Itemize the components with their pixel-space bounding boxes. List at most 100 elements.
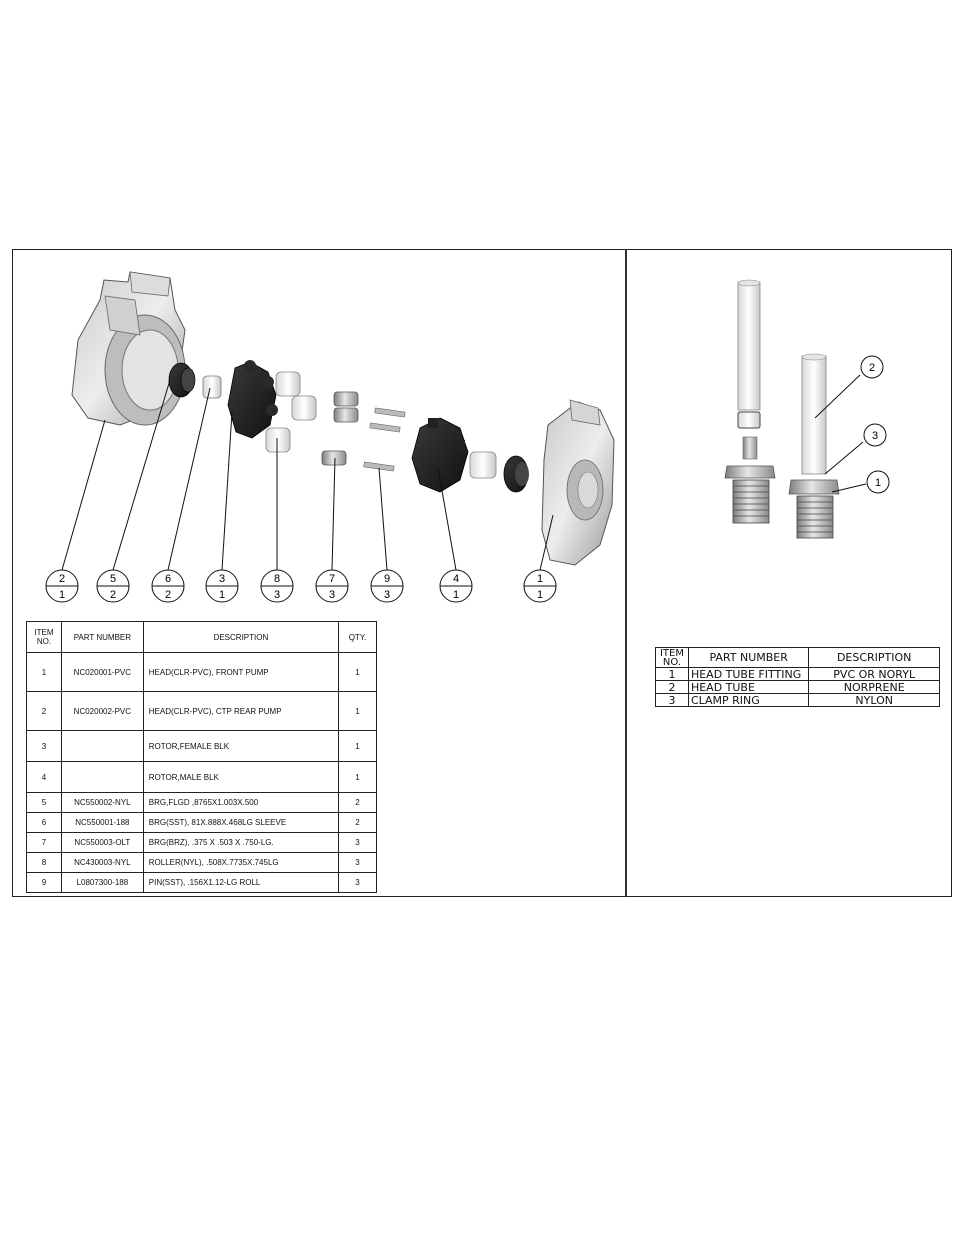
bom-table-pump: ITEM NO. PART NUMBER DESCRIPTION QTY. 1 …: [26, 621, 377, 893]
balloon-circle: [860, 355, 884, 379]
cell-qty: 3: [338, 852, 377, 873]
cell-item: 5: [26, 792, 62, 813]
balloon-item-1: 1: [866, 470, 890, 494]
cell-qty: 3: [338, 872, 377, 893]
balloon-item-8: 83: [260, 569, 294, 603]
cell-part: NC430003-NYL: [60, 852, 144, 873]
cell-part: CLAMP RING: [687, 693, 810, 707]
part-flanged-bearing: [168, 362, 196, 398]
header-part-number: PART NUMBER: [687, 647, 810, 668]
table-row: 5 NC550002-NYL BRG,FLGD ,8765X1.003X.500…: [26, 792, 377, 813]
cell-qty: 2: [338, 792, 377, 813]
balloon-item-number: 6: [165, 573, 171, 585]
part-head-tube-exploded: [724, 279, 776, 524]
cell-part: [60, 761, 144, 793]
balloon-qty: 1: [537, 589, 543, 601]
header-description: DESCRIPTION: [142, 621, 340, 653]
cell-item: 8: [26, 852, 62, 873]
cell-qty: 1: [338, 730, 377, 762]
header-item-no: ITEM NO.: [655, 647, 689, 668]
cell-item: 4: [26, 761, 62, 793]
cell-part: [60, 730, 144, 762]
balloon-item-3: 3: [863, 423, 887, 447]
balloon-item-9: 93: [370, 569, 404, 603]
balloon-item-7: 73: [315, 569, 349, 603]
balloon-item-5: 52: [96, 569, 130, 603]
balloon-item-number: 3: [872, 430, 878, 442]
header-qty: QTY.: [338, 621, 377, 653]
table-row: 2 NC020002-PVC HEAD(CLR-PVC), CTP REAR P…: [26, 691, 377, 731]
header-description: DESCRIPTION: [808, 647, 940, 668]
part-rear-pump-head: [71, 271, 186, 426]
balloon-item-3: 31: [205, 569, 239, 603]
cell-qty: 1: [338, 691, 377, 731]
table-row: 3 ROTOR,FEMALE BLK 1: [26, 730, 377, 762]
cell-part: NC020001-PVC: [60, 652, 144, 692]
balloon-item-number: 3: [219, 573, 225, 585]
table-row: 1 HEAD TUBE FITTING PVC OR NORYL: [655, 667, 940, 681]
balloon-item-number: 4: [453, 573, 459, 585]
bom-table-head-tube: ITEM NO. PART NUMBER DESCRIPTION 1 HEAD …: [655, 647, 940, 707]
cell-desc: HEAD(CLR-PVC), CTP REAR PUMP: [142, 691, 340, 731]
table-row: 1 NC020001-PVC HEAD(CLR-PVC), FRONT PUMP…: [26, 652, 377, 692]
balloon-qty: 2: [165, 589, 171, 601]
leader-lines-right: [814, 374, 867, 493]
balloon-item-1: 11: [523, 569, 557, 603]
sheet-divider: [625, 249, 627, 897]
balloon-item-number: 1: [537, 573, 543, 585]
part-front-pump-head: [541, 399, 615, 566]
leader-lines-left: [61, 379, 554, 571]
cell-item: 2: [26, 691, 62, 731]
cell-desc: BRG(SST), 81X.888X.468LG SLEEVE: [142, 812, 340, 833]
part-sleeve-bearing: [202, 375, 222, 399]
cell-part: NC550002-NYL: [60, 792, 144, 813]
cell-desc: ROTOR,FEMALE BLK: [142, 730, 340, 762]
balloon-item-number: 2: [59, 573, 65, 585]
cell-desc: ROTOR,MALE BLK: [142, 761, 340, 793]
cell-qty: 1: [338, 652, 377, 692]
table-row: 8 NC430003-NYL ROLLER(NYL), .508X.7735X.…: [26, 852, 377, 873]
cell-item: 9: [26, 872, 62, 893]
balloon-qty: 1: [219, 589, 225, 601]
cell-part: HEAD TUBE FITTING: [687, 667, 810, 681]
bom-header-row: ITEM NO. PART NUMBER DESCRIPTION: [655, 647, 940, 668]
balloon-item-number: 9: [384, 573, 390, 585]
part-sleeve-bearing-2: [469, 451, 497, 479]
header-part-number: PART NUMBER: [60, 621, 144, 653]
balloon-item-6: 62: [151, 569, 185, 603]
balloon-qty: 2: [110, 589, 116, 601]
part-male-rotor: [411, 417, 469, 493]
cell-item: 2: [655, 680, 689, 694]
header-item-no: ITEM NO.: [26, 621, 62, 653]
balloon-item-number: 1: [875, 477, 881, 489]
balloon-item-2: 21: [45, 569, 79, 603]
cell-item: 7: [26, 832, 62, 853]
cell-part: NC550003-OLT: [60, 832, 144, 853]
cell-desc: ROLLER(NYL), .508X.7735X.745LG: [142, 852, 340, 873]
balloon-qty: 1: [453, 589, 459, 601]
balloon-qty: 3: [384, 589, 390, 601]
cell-qty: 2: [338, 812, 377, 833]
cell-desc: PIN(SST), .156X1.12-LG ROLL: [142, 872, 340, 893]
cell-part: L0807300-188: [60, 872, 144, 893]
cell-qty: 3: [338, 832, 377, 853]
balloon-item-number: 7: [329, 573, 335, 585]
cell-item: 3: [26, 730, 62, 762]
balloon-item-number: 2: [869, 362, 875, 374]
part-head-tube-assembled: [788, 353, 840, 539]
cell-part: NC550001-188: [60, 812, 144, 833]
balloon-circle: [866, 470, 890, 494]
part-female-rotor: [227, 360, 278, 439]
cell-item: 1: [26, 652, 62, 692]
drawing-sheet-border: [12, 249, 952, 897]
balloon-qty: 3: [329, 589, 335, 601]
cell-desc: NORPRENE: [808, 680, 940, 694]
part-rollers: [265, 371, 317, 453]
balloon-item-number: 8: [274, 573, 280, 585]
balloon-circle: [863, 423, 887, 447]
cell-qty: 1: [338, 761, 377, 793]
cell-part: HEAD TUBE: [687, 680, 810, 694]
table-row: 3 CLAMP RING NYLON: [655, 693, 940, 707]
part-flanged-bearing-2: [503, 455, 529, 493]
